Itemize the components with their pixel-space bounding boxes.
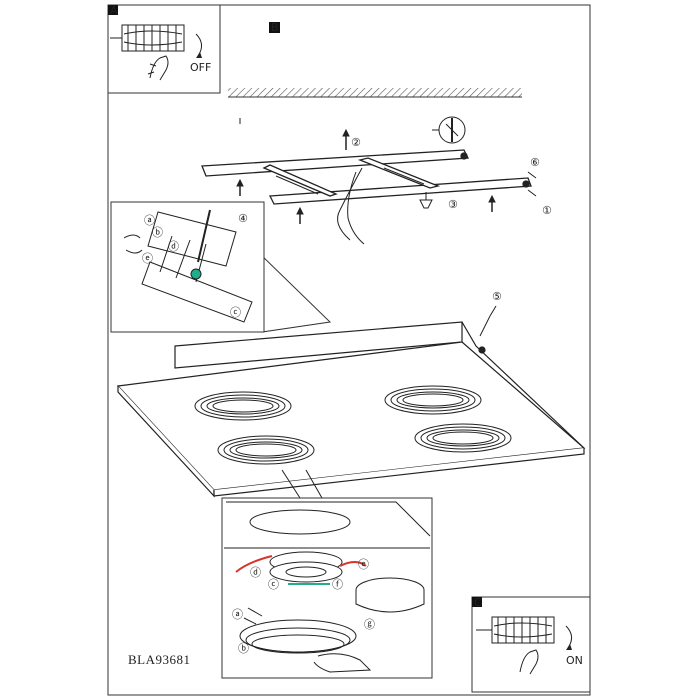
part-a-label: ⓐ	[144, 214, 155, 227]
panel-b-letter: B	[271, 21, 279, 34]
step-6-arrow	[527, 171, 537, 197]
screwdriver-icon	[432, 116, 466, 144]
screw-arrows	[236, 118, 496, 224]
mounting-bracket	[201, 149, 532, 205]
lamp-replacement-inset: ⓓ ⓒ ⓕ ⓔ ⓐ ⓑ ⓖ	[221, 497, 433, 679]
part-e-label: ⓔ	[142, 252, 153, 265]
spotlight-rings	[194, 385, 512, 465]
green-connector	[190, 268, 202, 280]
spotlight-2	[384, 385, 482, 415]
part-b-lower-label: ⓑ	[238, 642, 249, 655]
part-c-label: ⓒ	[230, 306, 241, 319]
red-rotate-arrow-left	[235, 555, 273, 573]
panel-a-letter: A	[110, 4, 118, 17]
step-2-label: ②	[351, 136, 361, 149]
hand-icon-lower	[313, 653, 372, 673]
step-5-label: ⑤	[492, 290, 502, 303]
callout-connector	[281, 469, 323, 499]
page-frame	[107, 4, 591, 696]
step-6-label: ⑥	[530, 156, 540, 169]
ceiling	[228, 88, 522, 98]
power-cable	[337, 167, 365, 245]
spotlight-4	[414, 423, 512, 453]
panel-c-letter: C	[474, 596, 482, 609]
ceiling-lamp-panel	[116, 305, 586, 498]
model-code: BLA93681	[128, 652, 191, 667]
part-g-label: ⓖ	[364, 618, 375, 631]
on-label: ON	[566, 654, 583, 667]
part-d-lower-label: ⓓ	[250, 566, 261, 579]
part-a-lower-label: ⓐ	[232, 608, 243, 621]
step-3-label: ③	[448, 198, 458, 211]
dowel-icon	[419, 192, 433, 209]
terminal-block-on-icon	[476, 616, 555, 644]
part-c-lower-label: ⓒ	[268, 578, 279, 591]
red-rotate-arrow-right	[339, 561, 367, 567]
hand-icon	[147, 55, 169, 81]
part-b-label: ⓑ	[152, 226, 163, 239]
off-label: OFF	[190, 61, 211, 74]
step-1-label: ①	[542, 204, 552, 217]
step-b-marker	[269, 22, 280, 33]
part-d-label: ⓓ	[168, 240, 179, 253]
spotlight-3	[217, 435, 315, 465]
wiring-detail-inset: ④ ⓐ ⓑ ⓓ ⓔ ⓒ	[110, 201, 332, 333]
terminal-block-icon	[110, 24, 185, 52]
step-4-label: ④	[238, 212, 248, 225]
part-e-lower-label: ⓔ	[358, 558, 369, 571]
spotlight-1	[194, 391, 292, 421]
switch-on-panel: C ON	[471, 596, 591, 693]
switch-off-panel: A OFF	[107, 4, 221, 94]
hand-on-icon	[519, 649, 539, 675]
part-f-label: ⓕ	[332, 578, 343, 591]
